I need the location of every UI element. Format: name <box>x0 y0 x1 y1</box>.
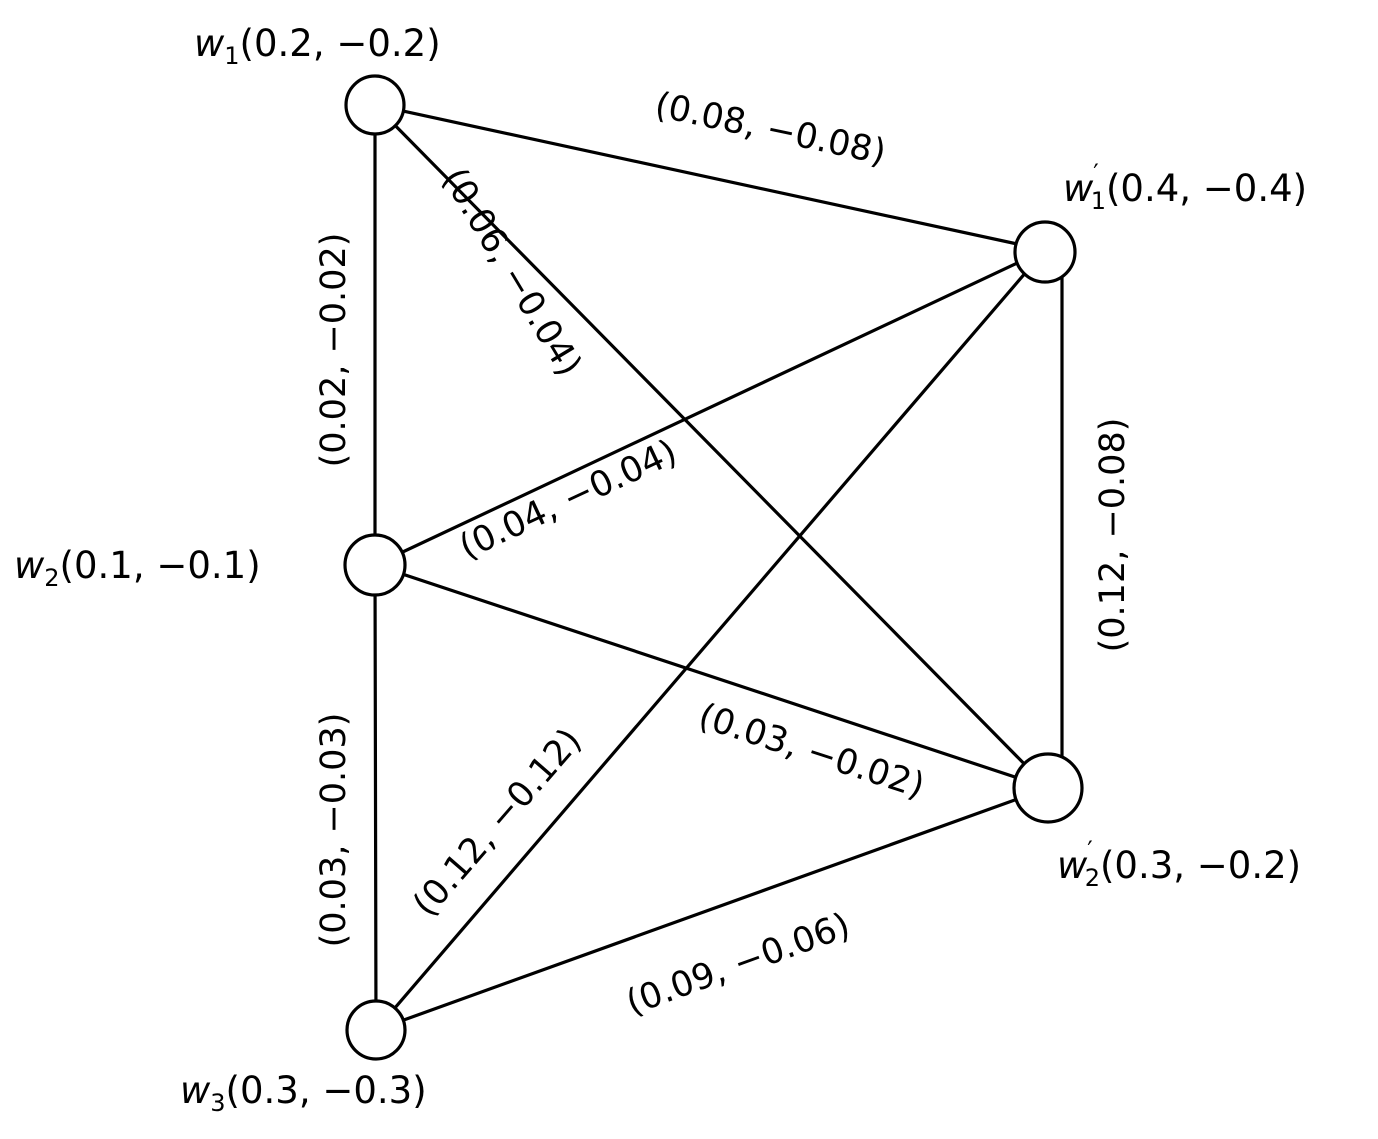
node-label-w2: w2(0.1, −0.1) <box>14 544 261 592</box>
node-value: (0.4, −0.4) <box>1106 167 1307 210</box>
edge-label-w2-w1prime: (0.04, −0.04) <box>454 432 684 567</box>
node-value: (0.1, −0.1) <box>60 544 261 587</box>
node-label-w3: w3(0.3, −0.3) <box>180 1069 427 1117</box>
node-symbol: w <box>180 1069 211 1112</box>
edge-w1-w1prime <box>373 103 1047 252</box>
edge-label-w1-w2: (0.02, −0.02) <box>314 233 354 468</box>
edge-label-w2-w3: (0.03, −0.03) <box>314 713 354 948</box>
node-subscript: 2 <box>44 564 59 592</box>
node-w1prime <box>1013 220 1077 284</box>
node-w2 <box>343 533 407 597</box>
node-value: (0.3, −0.3) <box>226 1069 427 1112</box>
edge-label-w3-w1prime: (0.12, −0.12) <box>406 721 590 924</box>
edge-w2-w1prime <box>373 248 1047 567</box>
edge-label-w1-w1prime: (0.08, −0.08) <box>651 85 889 173</box>
edge-label-w1-w2prime: (0.06, −0.04) <box>434 161 589 383</box>
edge-w2-w3 <box>373 563 378 1032</box>
node-value: (0.2, −0.2) <box>240 22 441 65</box>
node-symbol: w <box>1057 844 1088 887</box>
node-symbol: w <box>14 544 45 587</box>
edge-w3-w2prime <box>374 786 1050 1032</box>
edge-w2-w2prime <box>373 563 1050 790</box>
node-label-w1prime: w′1(0.4, −0.4) <box>1063 159 1307 215</box>
edge-label-w3-w2prime: (0.09, −0.06) <box>621 906 855 1024</box>
edge-w1-w2prime <box>373 103 1050 790</box>
edge-label-w1prime-w2prime: (0.12, −0.08) <box>1093 418 1133 653</box>
node-w2prime <box>1012 752 1084 824</box>
edge-label-w2-w2prime: (0.03, −0.02) <box>694 696 930 807</box>
edges <box>373 103 1064 1032</box>
node-w1 <box>344 74 406 136</box>
edge-labels: (0.08, −0.08) (0.02, −0.02) (0.06, −0.04… <box>314 85 1133 1023</box>
nodes <box>343 74 1084 1061</box>
node-symbol: w <box>194 22 225 65</box>
node-prime: ′ <box>1087 836 1092 864</box>
node-w3 <box>345 999 407 1061</box>
node-subscript: 1 <box>1091 187 1106 215</box>
node-subscript: 1 <box>224 42 239 70</box>
node-subscript: 2 <box>1085 864 1100 892</box>
node-symbol: w <box>1063 167 1094 210</box>
node-labels: w1(0.2, −0.2) w2(0.1, −0.1) w3(0.3, −0.3… <box>14 22 1307 1117</box>
node-subscript: 3 <box>210 1089 225 1117</box>
node-label-w1: w1(0.2, −0.2) <box>194 22 441 70</box>
edge-w3-w1prime <box>374 248 1047 1032</box>
node-prime: ′ <box>1093 159 1098 187</box>
node-label-w2prime: w′2(0.3, −0.2) <box>1057 836 1301 892</box>
node-value: (0.3, −0.2) <box>1100 844 1301 887</box>
